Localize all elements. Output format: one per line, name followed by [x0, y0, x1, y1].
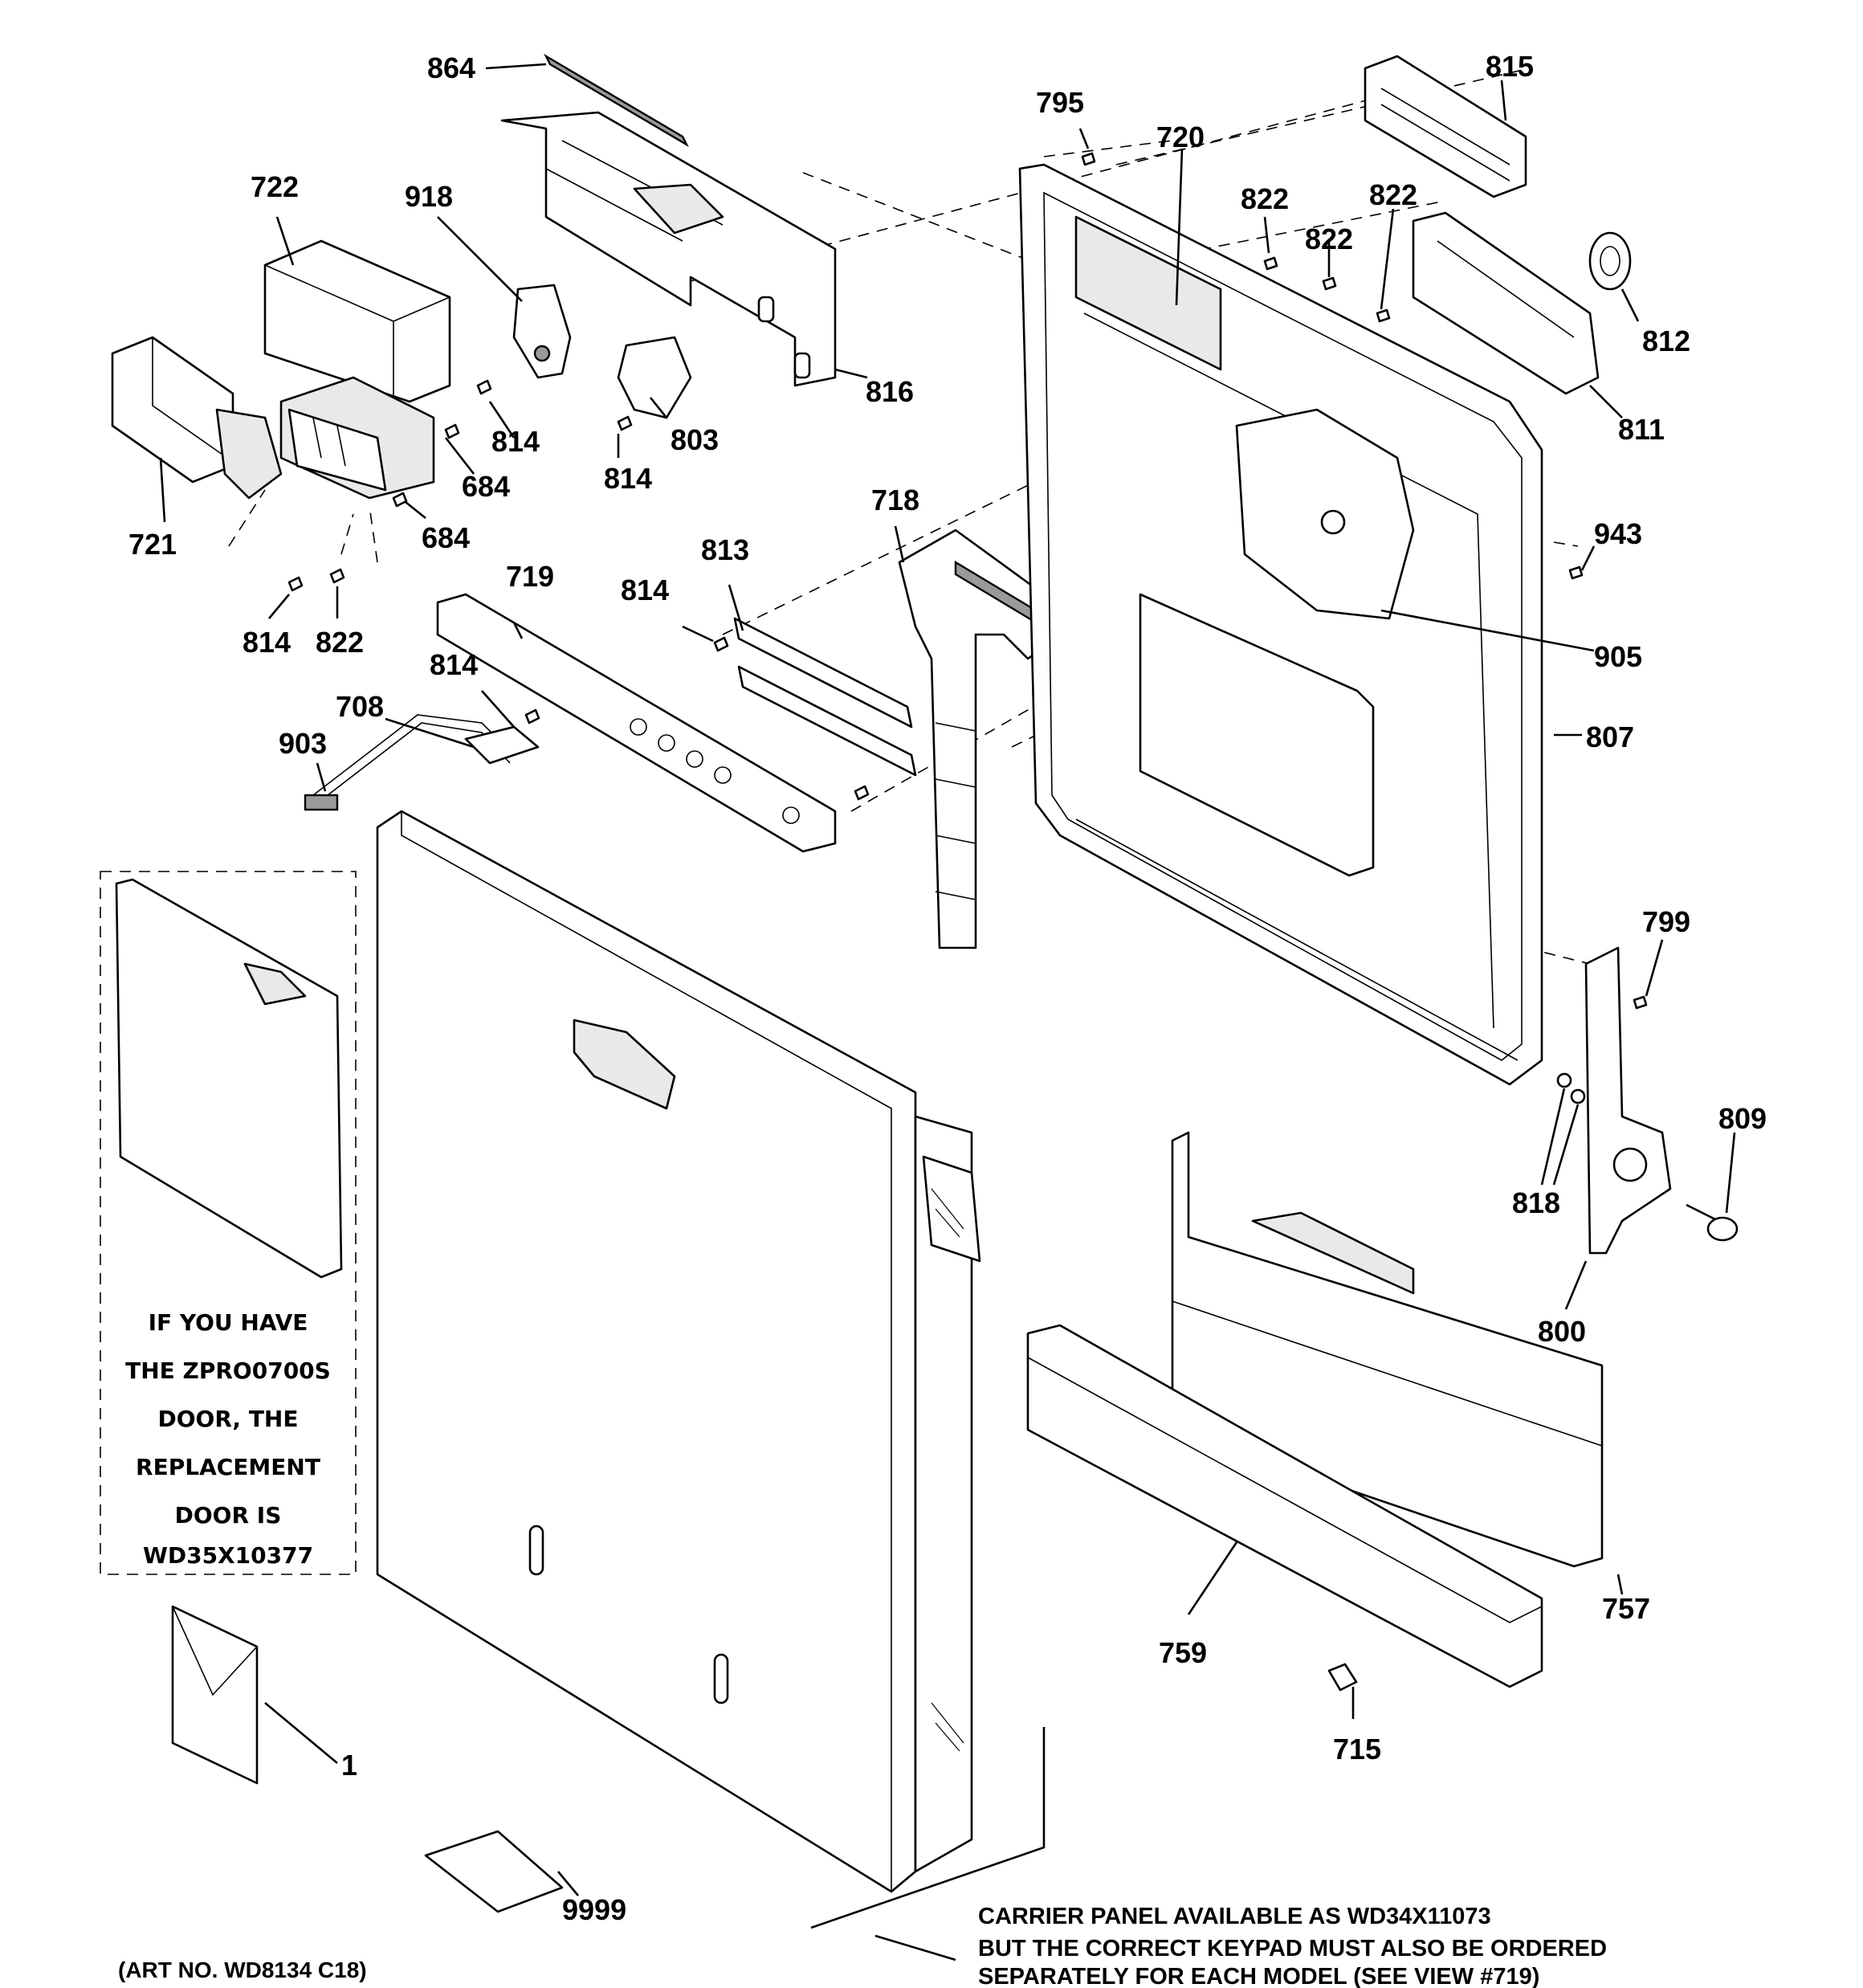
label-822-c: 822: [1305, 222, 1353, 255]
part-809-foot: [1686, 1203, 1739, 1242]
part-1-literature: [171, 1605, 259, 1785]
main-door-panel: [376, 810, 981, 1893]
label-822-a: 822: [316, 626, 364, 659]
replacement-note-line4: REPLACEMENT: [136, 1454, 320, 1480]
label-814-d: 814: [430, 648, 478, 681]
label-795: 795: [1036, 86, 1084, 119]
part-818-washers: [1556, 1072, 1586, 1104]
replacement-note-line5: DOOR IS: [175, 1502, 282, 1529]
label-719: 719: [506, 560, 554, 593]
label-918: 918: [405, 180, 453, 213]
replacement-note-line1: IF YOU HAVE: [149, 1309, 308, 1336]
label-722: 722: [251, 170, 299, 203]
label-814-a: 814: [491, 425, 540, 458]
part-864-strip: [544, 53, 689, 148]
replacement-note-line3: DOOR, THE: [158, 1406, 299, 1432]
carrier-note-line2: BUT THE CORRECT KEYPAD MUST ALSO BE ORDE…: [978, 1936, 1607, 1961]
part-918-switch: [512, 284, 572, 379]
label-715: 715: [1333, 1733, 1381, 1766]
label-807: 807: [1586, 720, 1634, 753]
carrier-panel-note: CARRIER PANEL AVAILABLE AS WD34X11073 BU…: [978, 1904, 1607, 1988]
label-814-e: 814: [621, 574, 669, 606]
label-720: 720: [1156, 120, 1205, 153]
label-684-a: 684: [462, 470, 510, 503]
part-718-handle: [898, 529, 1054, 949]
label-9999: 9999: [562, 1893, 626, 1926]
label-905: 905: [1594, 640, 1642, 673]
part-722-detergent-module: [263, 239, 451, 500]
label-818: 818: [1512, 1186, 1560, 1219]
part-708-board: [464, 725, 540, 765]
part-903-ribbon-cable: [304, 714, 515, 811]
part-816-control-bracket: [500, 111, 837, 387]
label-812: 812: [1642, 325, 1690, 357]
part-719-keypad: [436, 593, 837, 853]
label-800: 800: [1538, 1315, 1586, 1348]
label-721: 721: [128, 528, 177, 561]
screws-left: [287, 379, 870, 801]
replacement-door-note: IF YOU HAVE THE ZPRO0700S DOOR, THE REPL…: [125, 1309, 331, 1569]
part-813-bracket: [733, 617, 917, 777]
label-822-d: 822: [1369, 178, 1417, 211]
label-809: 809: [1718, 1102, 1767, 1135]
art-number: (ART NO. WD8134 C18): [118, 1957, 367, 1982]
replacement-note-line2: THE ZPRO0700S: [125, 1357, 331, 1384]
part-807-inner-door: [1018, 163, 1543, 1086]
label-757: 757: [1602, 1592, 1650, 1625]
part-812-knob: [1588, 231, 1632, 291]
label-799: 799: [1642, 905, 1690, 938]
carrier-note-line1: CARRIER PANEL AVAILABLE AS WD34X11073: [978, 1904, 1491, 1929]
part-815-cover: [1364, 55, 1527, 198]
leader-lines: [159, 63, 1736, 1961]
label-1: 1: [341, 1749, 357, 1782]
label-943: 943: [1594, 517, 1642, 550]
label-811: 811: [1618, 413, 1665, 446]
part-715-screw: [1327, 1663, 1358, 1692]
part-721-solenoid: [111, 336, 283, 500]
label-708: 708: [336, 690, 384, 723]
part-759-toe-kick: [1026, 1324, 1543, 1688]
part-800-hinge: [1584, 946, 1672, 1255]
part-803-door-switch: [617, 336, 692, 419]
label-759: 759: [1159, 1636, 1207, 1669]
carrier-note-line3: SEPARATELY FOR EACH MODEL (SEE VIEW #719…: [978, 1964, 1539, 1988]
label-816: 816: [866, 375, 914, 408]
label-813: 813: [701, 533, 749, 566]
label-903: 903: [279, 727, 327, 760]
label-815: 815: [1486, 50, 1534, 83]
part-811-console: [1412, 211, 1600, 395]
label-684-b: 684: [422, 521, 470, 554]
label-814-c: 814: [243, 626, 291, 659]
label-822-b: 822: [1241, 182, 1289, 215]
label-864: 864: [427, 51, 475, 84]
replacement-note-line6: WD35X10377: [143, 1542, 313, 1569]
label-814-b: 814: [604, 462, 652, 495]
label-803: 803: [671, 423, 719, 456]
part-labels: 864 722 918 721 814 684 684 803 814 816 …: [128, 50, 1767, 1926]
part-9999-bag: [424, 1830, 564, 1913]
screws-right: [1081, 152, 1648, 1010]
label-718: 718: [871, 484, 919, 516]
replacement-door-box: [100, 871, 357, 1575]
